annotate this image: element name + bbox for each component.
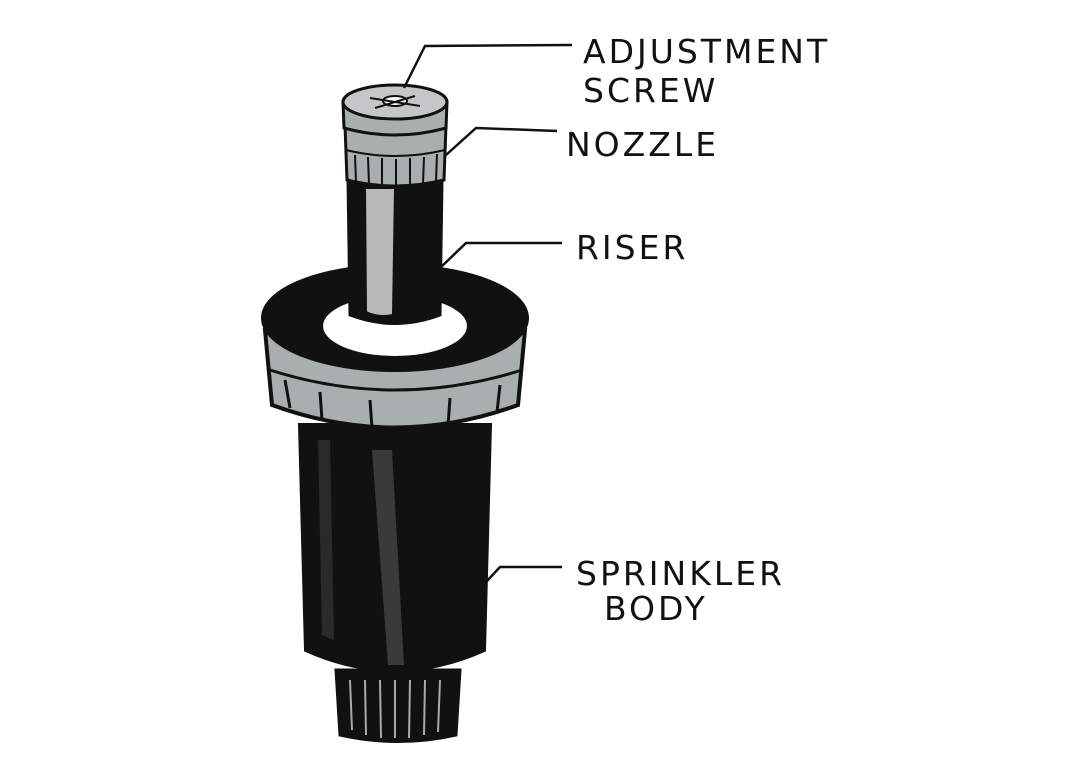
label-sprinkler: SPRINKLER [576, 554, 785, 593]
leader-line-adjustment [402, 43, 573, 89]
sprinkler-base [334, 668, 462, 743]
sprinkler-body [297, 423, 493, 672]
nozzle [343, 123, 448, 188]
adjustment-screw [341, 83, 449, 137]
riser [346, 178, 444, 325]
label-riser: RISER [576, 228, 688, 267]
label-adjustment: ADJUSTMENT [583, 32, 830, 71]
label-body: BODY [604, 589, 708, 628]
leader-line-riser [439, 241, 562, 269]
leader-line-body [485, 565, 562, 583]
leader-line-nozzle [445, 126, 558, 156]
label-nozzle: NOZZLE [566, 125, 719, 164]
label-screw: SCREW [583, 71, 718, 110]
